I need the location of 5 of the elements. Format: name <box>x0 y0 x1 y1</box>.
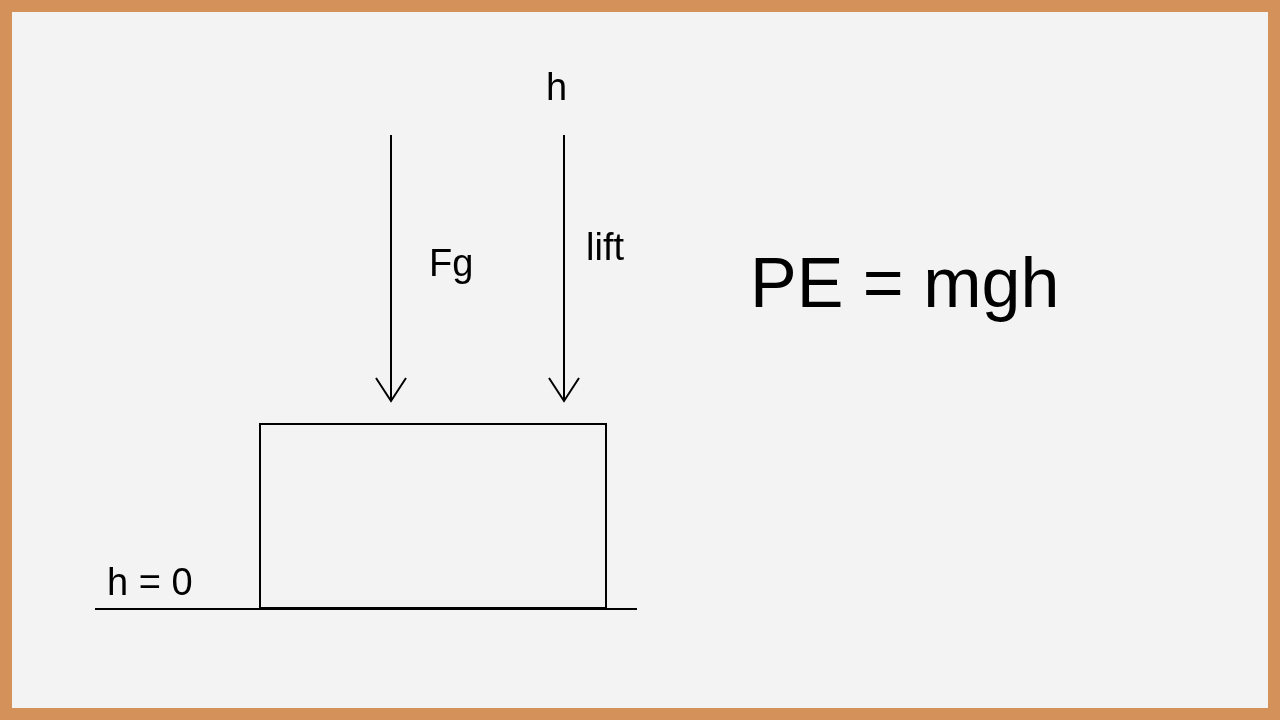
height-label: h <box>546 68 568 106</box>
ground-height-label: h = 0 <box>107 563 193 601</box>
block <box>259 423 607 609</box>
force-label: lift <box>586 228 624 266</box>
force-label: Fg <box>429 244 474 282</box>
